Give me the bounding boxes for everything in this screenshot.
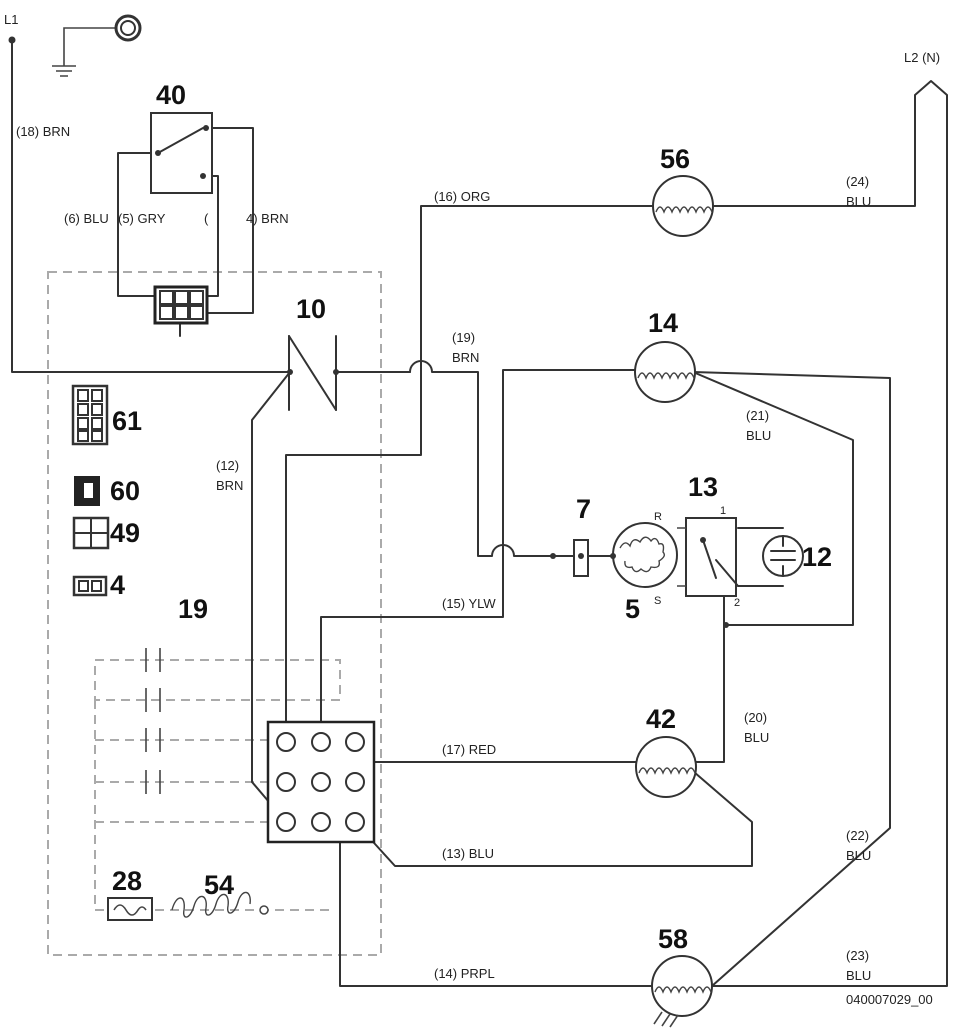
wire-label-14: (14) PRPL <box>434 966 495 981</box>
wire-label-12-col: BRN <box>216 478 243 493</box>
label-49: 49 <box>110 518 140 548</box>
terminal-mark-r: R <box>654 511 662 523</box>
capacitor-12 <box>762 535 804 577</box>
terminal-mark-s: S <box>654 595 661 607</box>
connector-switch <box>153 285 209 325</box>
label-28: 28 <box>112 866 142 896</box>
label-19: 19 <box>178 594 208 624</box>
connector-icon-49 <box>72 516 110 550</box>
wire-14-feed <box>502 369 639 557</box>
wire-label-19-num: (19) <box>452 330 475 345</box>
wire-label-24-col: BLU <box>846 194 871 209</box>
label-5: 5 <box>625 594 640 624</box>
breaker-10 <box>287 335 339 411</box>
wire-label-22-num: (22) <box>846 828 869 843</box>
wire-6 <box>117 152 159 297</box>
wire-label-23-num: (23) <box>846 948 869 963</box>
relay-13 <box>677 517 739 628</box>
wire-label-5: (5) GRY <box>118 211 166 226</box>
compressor-5 <box>610 522 678 588</box>
motor-42 <box>635 736 697 798</box>
connector-icon-61 <box>71 384 109 446</box>
wire-20 <box>693 595 725 763</box>
wire-18 <box>11 39 291 373</box>
motor-58 <box>651 955 713 1028</box>
wire-label-21-num: (21) <box>746 408 769 423</box>
wire-label-6: (6) BLU <box>64 211 109 226</box>
wire-21 <box>692 371 854 626</box>
motor-14 <box>634 341 696 403</box>
ground-wire <box>63 27 116 66</box>
terminal-l1: L1 <box>4 12 18 27</box>
wire-label-17: (17) RED <box>442 742 496 757</box>
wire-label-22-col: BLU <box>846 848 871 863</box>
wire-label-13: (13) BLU <box>442 846 494 861</box>
wire-label-20-col: BLU <box>744 730 769 745</box>
terminal-mark-1: 1 <box>720 505 726 517</box>
label-10: 10 <box>296 294 326 324</box>
wire-label-23-col: BLU <box>846 968 871 983</box>
wire-label-16: (16) ORG <box>434 189 490 204</box>
switch-40 <box>150 112 213 194</box>
connector-icon-60 <box>74 476 100 506</box>
wire-14 <box>339 781 653 987</box>
motor-56 <box>652 175 714 237</box>
wire-16 <box>285 205 654 743</box>
wire-label-15: (15) YLW <box>442 596 496 611</box>
wire-19 <box>409 360 554 557</box>
label-58: 58 <box>658 924 688 954</box>
wire-label-20-num: (20) <box>744 710 767 725</box>
label-60: 60 <box>110 476 140 506</box>
label-7: 7 <box>576 494 591 524</box>
label-14: 14 <box>648 308 678 338</box>
wire-22 <box>692 371 891 987</box>
connector-icon-4 <box>72 575 108 597</box>
doc-code: 040007029_00 <box>846 992 933 1007</box>
label-61: 61 <box>112 406 142 436</box>
label-40: 40 <box>156 80 186 110</box>
wire-label-4-paren: ( <box>204 211 209 226</box>
label-4: 4 <box>110 570 125 600</box>
wire-13 <box>354 771 753 867</box>
wire-label-19-col: BRN <box>452 350 479 365</box>
wire-label-24-num: (24) <box>846 174 869 189</box>
l1-terminal <box>8 36 16 44</box>
heater-28 <box>107 897 153 921</box>
ground-coil-icon <box>114 14 142 42</box>
label-13: 13 <box>688 472 718 502</box>
label-42: 42 <box>646 704 676 734</box>
wire-label-18: (18) BRN <box>16 124 70 139</box>
terminal-l2: L2 (N) <box>904 50 940 65</box>
capacitor-bank-19 <box>94 648 341 911</box>
coil-54 <box>171 891 269 918</box>
overload-7 <box>550 539 589 577</box>
terminal-block-9pin <box>266 720 376 844</box>
ground-symbol <box>52 65 76 77</box>
control-box-enclosure <box>47 271 382 956</box>
wire-label-21-col: BLU <box>746 428 771 443</box>
label-12: 12 <box>802 542 832 572</box>
wire-label-12-num: (12) <box>216 458 239 473</box>
label-54: 54 <box>204 870 234 900</box>
label-56: 56 <box>660 144 690 174</box>
terminal-mark-2: 2 <box>734 597 740 609</box>
wire-15 <box>320 555 504 743</box>
wire-label-4: 4) BRN <box>246 211 289 226</box>
wire-24 <box>711 80 948 987</box>
